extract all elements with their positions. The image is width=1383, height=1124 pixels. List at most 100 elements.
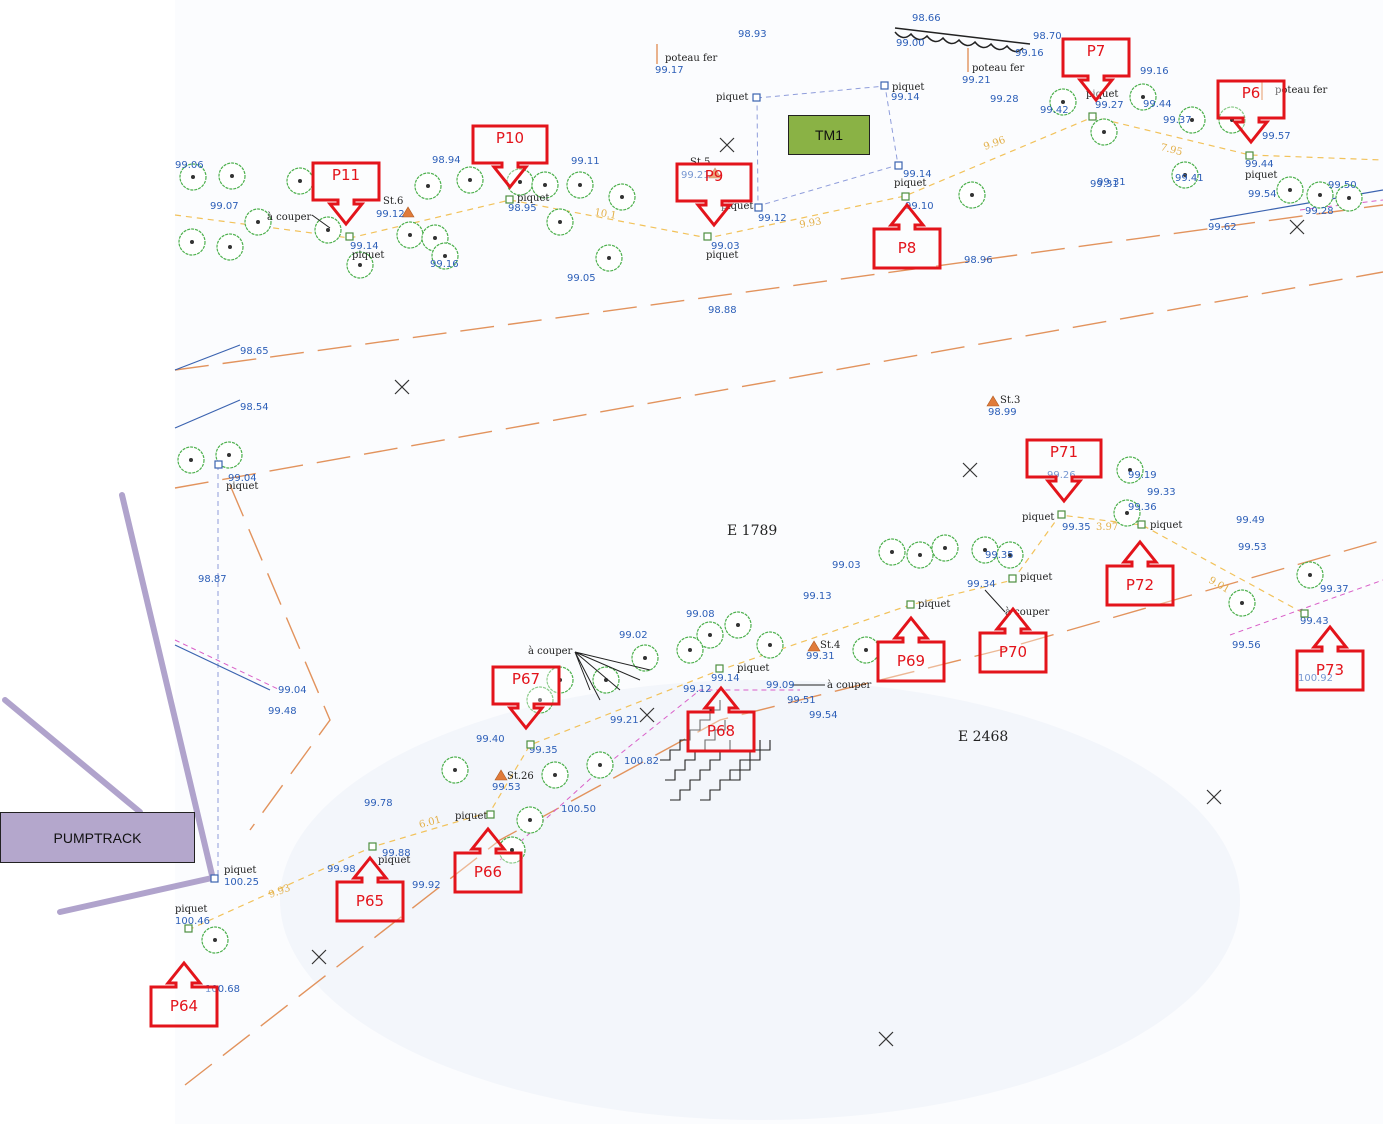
elevation-e26: 99.21 [681, 170, 710, 181]
a-couper-label-2: à couper [528, 646, 573, 657]
stake-5 [703, 232, 712, 241]
marker-arrow-icon [1105, 539, 1175, 607]
elevation-e73: 99.92 [412, 880, 441, 891]
marker-p66[interactable]: P66 [453, 826, 523, 894]
tree-trunk-42 [768, 643, 772, 647]
cross-2 [394, 379, 410, 395]
elevation-e52: 99.35 [985, 550, 1014, 561]
stair-row-5 [730, 740, 771, 781]
stake-14 [1008, 574, 1017, 583]
cut-lines [311, 214, 1006, 701]
marker-p10[interactable]: P10 [471, 124, 549, 190]
marker-p73[interactable]: P73 [1295, 624, 1365, 692]
piquet-label-5: piquet [352, 250, 384, 261]
marker-label: P68 [706, 722, 736, 740]
marker-outline [335, 855, 405, 923]
elevation-e81: 99.26 [1047, 470, 1076, 481]
tree-trunk-22 [1141, 95, 1145, 99]
slope-1 [174, 344, 241, 371]
tree-trunk-2 [230, 174, 234, 178]
tree-trunk-17 [558, 220, 562, 224]
elevation-e42: 98.87 [198, 574, 227, 585]
elevation-e40: 99.04 [228, 473, 257, 484]
distance-d5: 3.97 [1096, 522, 1118, 533]
marker-p70[interactable]: P70 [978, 606, 1048, 674]
stair-row-1 [660, 700, 721, 761]
stake-15 [906, 600, 915, 609]
tree-trunk-27 [1318, 193, 1322, 197]
tree-trunk-13 [468, 178, 472, 182]
marker-p72[interactable]: P72 [1105, 539, 1175, 607]
elevation-e56: 99.56 [1232, 640, 1261, 651]
elevation-e37: 98.88 [708, 305, 737, 316]
tree-trunk-19 [607, 256, 611, 260]
marker-p6[interactable]: P6 [1216, 79, 1286, 145]
elevation-e59: 99.02 [619, 630, 648, 641]
marker-label: P8 [897, 239, 917, 257]
elevation-e8: 99.16 [1140, 66, 1169, 77]
elevation-e9: 99.14 [891, 92, 920, 103]
station-st6-marker [401, 206, 415, 218]
tree-trunk-1 [191, 175, 195, 179]
left-margin [0, 0, 175, 1124]
marker-p11[interactable]: P11 [311, 161, 381, 227]
elevation-e48: 99.49 [1236, 515, 1265, 526]
piquet-label-14: piquet [918, 599, 950, 610]
traverse-lines [174, 116, 1383, 931]
marker-arrow-icon [978, 606, 1048, 674]
piquet-label-2: piquet [892, 82, 924, 93]
boundary-line-2 [174, 271, 1383, 489]
marker-arrow-icon [335, 855, 405, 923]
tree-trunk-8 [443, 254, 447, 258]
a-couper-label-3: à couper [827, 680, 872, 691]
tree-trunk-30 [189, 458, 193, 462]
fence-line [894, 27, 1031, 45]
marker-outline [311, 161, 381, 227]
marker-p67[interactable]: P67 [491, 665, 561, 731]
marker-outline [675, 162, 753, 228]
elevation-e71: 99.88 [382, 848, 411, 859]
marker-arrow-icon [149, 960, 219, 1028]
tree-trunk-38 [1125, 511, 1129, 515]
marker-label: P67 [511, 670, 541, 688]
marker-label: P6 [1241, 84, 1261, 102]
marker-p9[interactable]: P9 [675, 162, 753, 228]
tree-trunk-29 [970, 193, 974, 197]
tree-trunk-5 [358, 263, 362, 267]
marker-arrow-icon [876, 615, 946, 683]
tree-trunk-11 [256, 220, 260, 224]
elevation-e17: 99.31 [1090, 179, 1119, 190]
boundary-line-1 [174, 204, 1383, 371]
marker-outline [1295, 624, 1365, 692]
elevation-e74: 100.25 [224, 877, 259, 888]
marker-label: P69 [896, 652, 926, 670]
piquet-label-6: piquet [517, 193, 549, 204]
marker-outline [149, 960, 219, 1028]
marker-p65[interactable]: P65 [335, 855, 405, 923]
elevation-e16: 99.57 [1262, 131, 1291, 142]
piquet-label-16: piquet [455, 811, 487, 822]
tree-trunk-6 [408, 233, 412, 237]
marker-p64[interactable]: P64 [149, 960, 219, 1028]
elevation-e70: 99.78 [364, 798, 393, 809]
marker-label: P71 [1049, 443, 1079, 461]
stake-20 [368, 842, 377, 851]
a-couper-label-1: à couper [267, 212, 312, 223]
parcel-e2468: E 2468 [958, 729, 1008, 745]
elevation-e57: 100.92 [1298, 673, 1333, 684]
stake-13 [1137, 520, 1146, 529]
elevation-e50: 99.03 [832, 560, 861, 571]
tree-trunk-20 [1061, 100, 1065, 104]
stake-2 [880, 81, 889, 90]
marker-p69[interactable]: P69 [876, 615, 946, 683]
marker-label: P73 [1315, 661, 1345, 679]
marker-p8[interactable]: P8 [872, 202, 942, 270]
elevation-e3: 99.00 [896, 38, 925, 49]
marker-p7[interactable]: P7 [1061, 37, 1131, 103]
pink-line-ne [1299, 199, 1383, 211]
elevation-e33: 99.12 [376, 209, 405, 220]
elevation-e78: 99.31 [1097, 177, 1126, 188]
marker-p71[interactable]: P71 [1025, 438, 1103, 504]
marker-outline [491, 665, 561, 731]
marker-p68[interactable]: P68 [686, 685, 756, 753]
